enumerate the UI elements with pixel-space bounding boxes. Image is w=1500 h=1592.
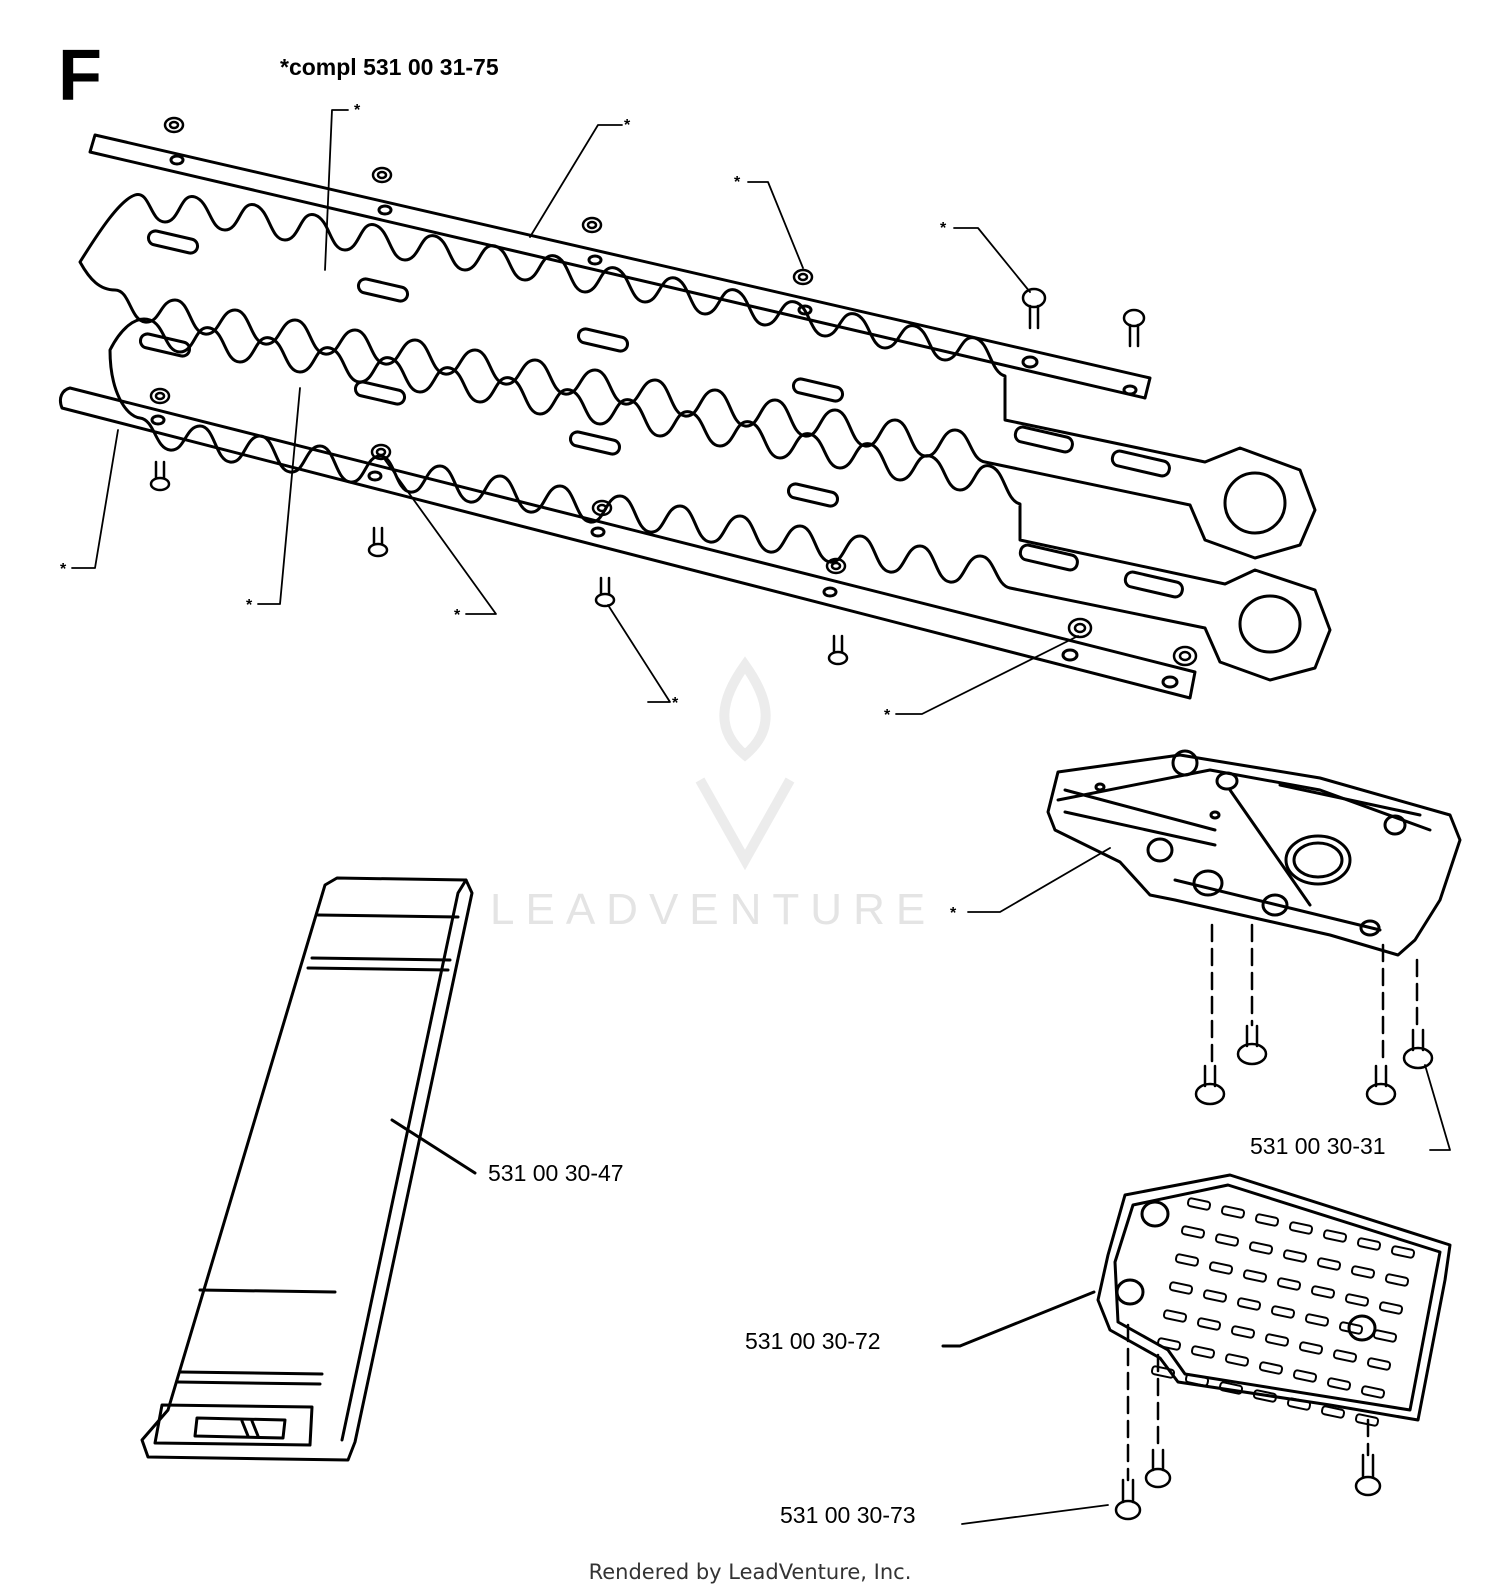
vent-slot [1344, 1293, 1370, 1307]
assembly-part-number: *compl 531 00 31-75 [280, 54, 499, 80]
vent-slot [1258, 1361, 1284, 1375]
callout-marker: * [624, 117, 631, 134]
callout-marker: * [884, 707, 891, 724]
vent-slot [1384, 1273, 1410, 1287]
vent-slot [1230, 1325, 1256, 1339]
vent-slot [1174, 1253, 1200, 1267]
vent-slot [1276, 1277, 1302, 1291]
callout-marker: * [454, 607, 461, 624]
bottom-guide-bar [58, 386, 1197, 700]
gear-screw-part-number: 531 00 30-31 [1250, 1133, 1386, 1159]
lower-cutter-blade [108, 317, 1332, 682]
vent-slot [1354, 1413, 1380, 1427]
vent-slot [1304, 1313, 1330, 1327]
cover-screw-part-number: 531 00 30-73 [780, 1502, 916, 1528]
gear-housing [1046, 749, 1462, 957]
section-letter: F [58, 36, 102, 116]
vent-slot [1202, 1289, 1228, 1303]
callout-marker: * [734, 174, 741, 191]
scabbard-part-number: 531 00 30-47 [488, 1160, 624, 1186]
watermark-logo [695, 656, 795, 871]
vent-slot [1162, 1309, 1188, 1323]
vent-slot [1326, 1377, 1352, 1391]
vent-slot [1320, 1405, 1346, 1419]
gear-leader-lines [967, 847, 1451, 1151]
vent-slot [1316, 1257, 1342, 1271]
vent-slot [1242, 1269, 1268, 1283]
vent-slot [1208, 1261, 1234, 1275]
vent-slot [1286, 1397, 1312, 1411]
gear-screws [1194, 923, 1434, 1106]
vent-slot [1332, 1349, 1358, 1363]
blade-fasteners [149, 116, 1198, 667]
vent-slot [1156, 1337, 1182, 1351]
callout-marker: * [354, 102, 361, 119]
vent-slot [1220, 1205, 1246, 1219]
vent-slot [1366, 1357, 1392, 1371]
vent-slot [1292, 1369, 1318, 1383]
callout-marker: * [950, 905, 957, 922]
vent-slot [1248, 1241, 1274, 1255]
vent-slot [1218, 1381, 1244, 1395]
vent-slot [1298, 1341, 1324, 1355]
vent-slot [1254, 1213, 1280, 1227]
vent-slot [1356, 1237, 1382, 1251]
vent-slot [1224, 1353, 1250, 1367]
vent-slot [1214, 1233, 1240, 1247]
upper-cutter-blade [78, 193, 1317, 560]
blade-leader-lines [71, 109, 1079, 715]
vent-slot [1338, 1321, 1364, 1335]
callout-marker: * [940, 220, 947, 237]
footer-credit: Rendered by LeadVenture, Inc. [588, 1560, 912, 1584]
vent-slot [1372, 1329, 1398, 1343]
vent-slot [1270, 1305, 1296, 1319]
watermark-text: LEADVENTURE [490, 885, 937, 934]
vent-slot [1390, 1245, 1416, 1259]
vent-slot [1150, 1365, 1176, 1379]
vent-slot [1360, 1385, 1386, 1399]
vent-slot [1180, 1225, 1206, 1239]
vent-slot [1252, 1389, 1278, 1403]
vent-slot [1310, 1285, 1336, 1299]
vent-slot [1288, 1221, 1314, 1235]
scabbard [140, 876, 477, 1462]
vent-slot [1168, 1281, 1194, 1295]
vent-slot [1350, 1265, 1376, 1279]
vent-slot [1186, 1197, 1212, 1211]
cover-plate-part-number: 531 00 30-72 [745, 1328, 881, 1354]
callout-marker: * [246, 597, 253, 614]
callout-marker: * [60, 561, 67, 578]
cover-screws [961, 1323, 1382, 1525]
callout-marker: * [672, 695, 679, 712]
vent-slot [1190, 1345, 1216, 1359]
vent-slot [1264, 1333, 1290, 1347]
vent-slot [1184, 1373, 1210, 1387]
vent-slot [1322, 1229, 1348, 1243]
cover-plate-vents [1150, 1197, 1416, 1427]
vent-slot [1196, 1317, 1222, 1331]
top-guide-bar [88, 133, 1152, 400]
vent-slot [1282, 1249, 1308, 1263]
vent-slot [1378, 1301, 1404, 1315]
vent-slot [1236, 1297, 1262, 1311]
